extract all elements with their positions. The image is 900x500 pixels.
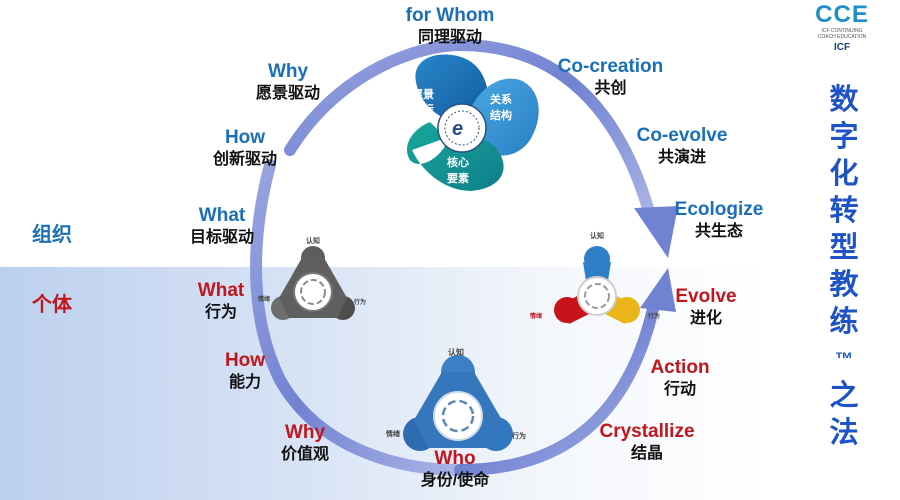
side-label-organization: 组织: [32, 224, 72, 246]
spinner-colour-right-label: 行为: [647, 312, 660, 320]
logo-badge: ICF: [833, 42, 851, 53]
title-char: 法: [829, 417, 859, 449]
spinner-blue-top-label: 认知: [448, 347, 464, 357]
ring-arc-right: [454, 294, 661, 476]
node-crystallize: Crystallize 结晶: [599, 421, 695, 462]
node-action: Action 行动: [650, 357, 710, 398]
logo-subtitle-2: COACH EDUCATION: [817, 34, 867, 40]
title-char: ™: [835, 349, 853, 369]
node-for-whom: for Whom 同理驱动: [405, 5, 495, 46]
spinner-colour: [554, 246, 640, 324]
petal-right-line2: 结构: [489, 108, 512, 122]
node-why-individual: Why 价值观: [280, 422, 329, 463]
node-co-evolve: Co-evolve 共演进: [636, 125, 728, 166]
ring-arrow-right: [640, 268, 676, 312]
node-ecologize: Ecologize 共生态: [674, 199, 764, 240]
node-how-individual: How 能力: [224, 350, 266, 391]
petal-right: [470, 78, 539, 156]
petal-bottom-line1: 核心: [447, 155, 469, 169]
spinner-colour-left-label: 情绪: [530, 312, 542, 320]
title-char: 型: [829, 232, 859, 264]
spinner-grey-right-label: 行为: [353, 298, 366, 306]
node-who: Who 身份/使命: [420, 448, 490, 489]
node-evolve: Evolve 进化: [675, 286, 737, 327]
node-co-creation: Co-creation 共创: [557, 56, 664, 97]
cce-logo: CCE ICF CONTINUING COACH EDUCATION ICF: [810, 1, 874, 54]
spinner-blue: [403, 355, 513, 451]
spinner-blue-left-label: 情绪: [386, 429, 400, 438]
title-char: 化: [829, 158, 859, 190]
title-char: 数: [829, 84, 859, 116]
spinner-blue-right-label: 行为: [511, 431, 526, 440]
vertical-title: 数 字 化 转 型 教 练 ™ 之 法: [822, 82, 866, 452]
spinner-grey-top-label: 认知: [306, 236, 320, 245]
petal-left-line2: 目标: [412, 102, 434, 116]
petal-right-line1: 关系: [490, 92, 512, 106]
logo-subtitle-1: ICF CONTINUING: [821, 28, 863, 34]
spinner-colour-top-label: 认知: [590, 231, 604, 240]
node-what-org: What 目标驱动: [189, 205, 254, 246]
node-what-individual: What 行为: [197, 280, 245, 321]
svg-text:e: e: [452, 118, 463, 140]
title-char: 教: [829, 269, 859, 301]
node-why-org: Why 愿景驱动: [255, 61, 320, 102]
petal-left-line1: 愿景: [412, 88, 434, 101]
spinner-grey-left-label: 情绪: [258, 295, 270, 303]
center-flower: e: [406, 54, 539, 191]
side-label-individual: 个体: [32, 294, 72, 316]
title-char: 之: [829, 380, 859, 412]
spinner-grey: [271, 246, 355, 320]
ring-arc-left: [250, 159, 466, 476]
title-char: 转: [829, 195, 859, 227]
ring-arc-top: [284, 38, 656, 221]
title-char: 练: [829, 306, 859, 338]
node-how-org: How 创新驱动: [212, 127, 277, 168]
logo-name: CCE: [815, 1, 869, 28]
ring-arrow-top: [634, 206, 678, 258]
petal-bottom-line2: 要素: [447, 171, 469, 185]
title-char: 字: [829, 121, 859, 153]
